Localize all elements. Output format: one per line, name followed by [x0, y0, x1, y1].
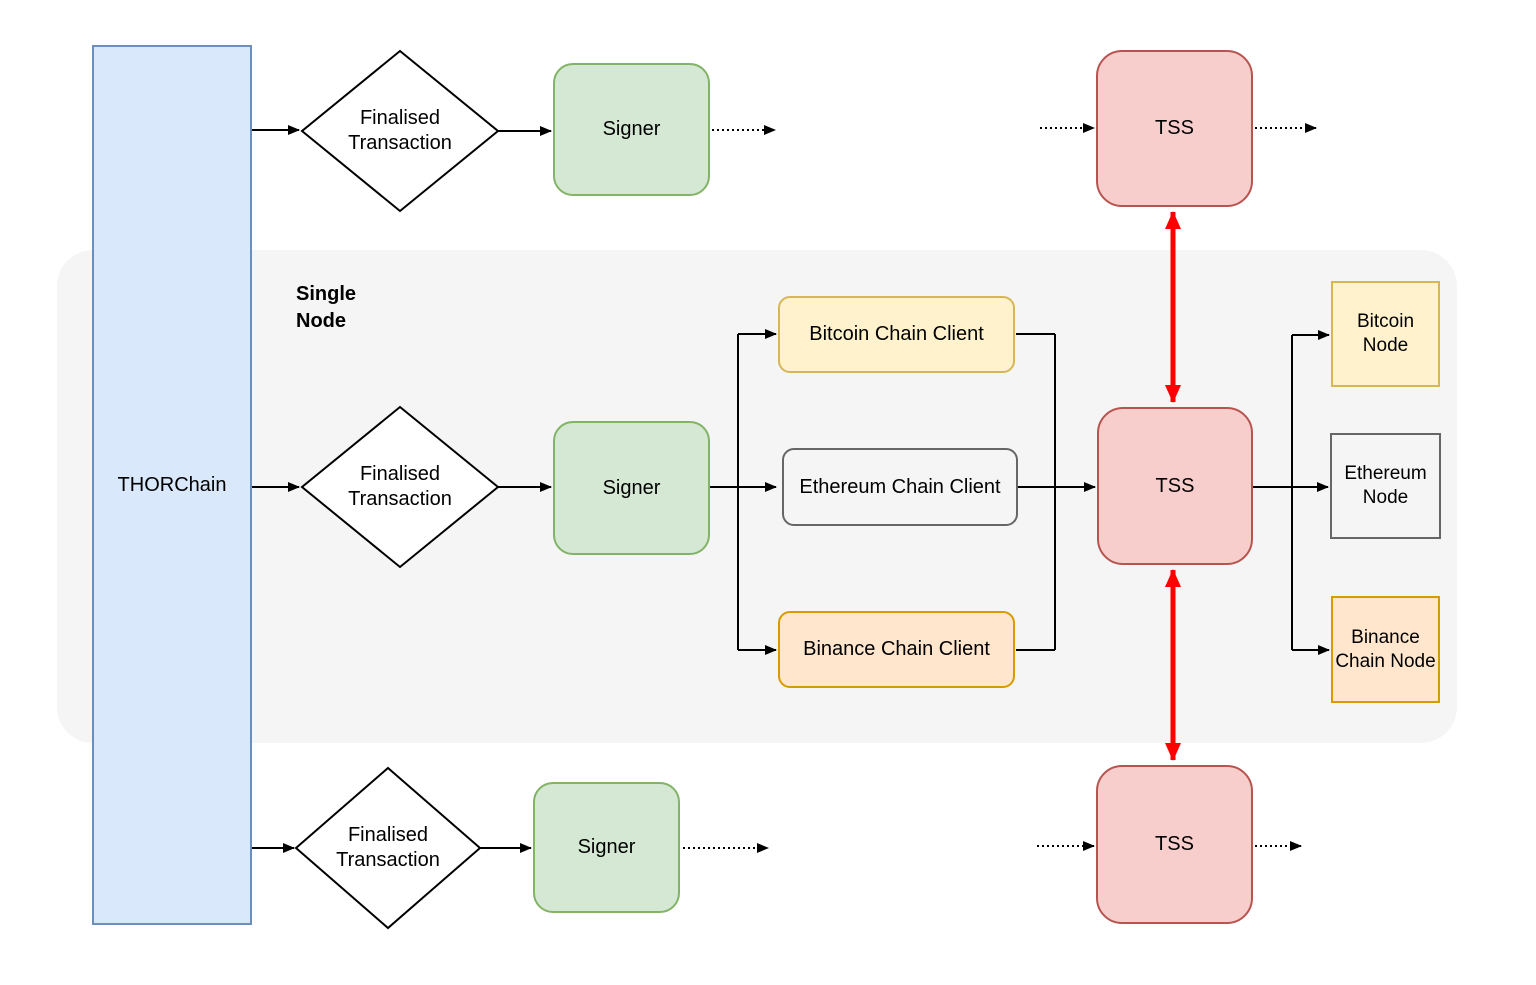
tss-label-middle: TSS — [1155, 474, 1195, 497]
binance-chain-node-box: Binance Chain Node — [1331, 596, 1440, 703]
signer-box-bottom: Signer — [533, 782, 680, 913]
ethereum-node-label: Ethereum Node — [1344, 463, 1427, 508]
bitcoin-node-label: Bitcoin Node — [1356, 311, 1415, 356]
finalised-transaction-label-top: Finalised Transaction — [348, 107, 452, 154]
signer-box-top: Signer — [553, 63, 710, 196]
bitcoin-chain-client-label: Bitcoin Chain Client — [809, 323, 984, 345]
signer-label-middle: Signer — [602, 476, 661, 499]
tss-box-middle: TSS — [1097, 407, 1253, 565]
single-node-label: Single Node — [296, 283, 357, 332]
tss-label-top: TSS — [1155, 117, 1194, 139]
ethereum-node-box: Ethereum Node — [1330, 433, 1441, 539]
binance-chain-client-box: Binance Chain Client — [778, 611, 1015, 688]
finalised-transaction-label-bottom: Finalised Transaction — [336, 824, 440, 871]
ethereum-chain-client-box: Ethereum Chain Client — [782, 448, 1018, 526]
signer-label-bottom: Signer — [577, 836, 636, 858]
binance-chain-node-label: Binance Chain Node — [1335, 626, 1436, 672]
ethereum-chain-client-label: Ethereum Chain Client — [799, 475, 1001, 498]
binance-chain-client-label: Binance Chain Client — [803, 638, 990, 660]
signer-box-middle: Signer — [553, 421, 710, 555]
signer-label-top: Signer — [602, 118, 661, 140]
thorchain-label: THORChain — [117, 473, 227, 496]
tss-box-top: TSS — [1096, 50, 1253, 207]
bitcoin-chain-client-box: Bitcoin Chain Client — [778, 296, 1015, 373]
bitcoin-node-box: Bitcoin Node — [1331, 281, 1440, 387]
tss-label-bottom: TSS — [1155, 833, 1194, 855]
tss-box-bottom: TSS — [1096, 765, 1253, 924]
finalised-transaction-label-middle: Finalised Transaction — [348, 463, 452, 510]
thorchain-bar: THORChain — [92, 45, 252, 925]
